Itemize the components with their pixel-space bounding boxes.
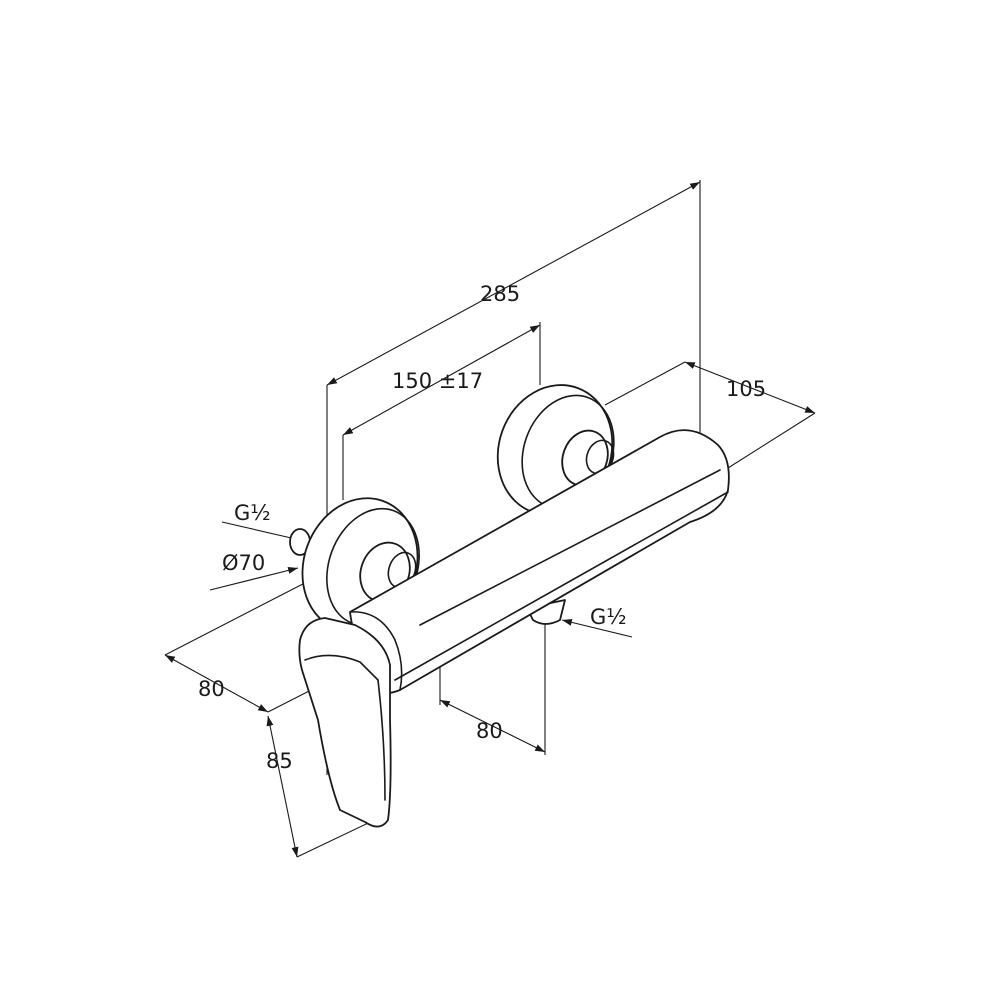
dim-depth-label: 105 (726, 377, 766, 401)
g12-right-leader (561, 618, 633, 638)
inlet-thread-left-label: G½ (234, 501, 271, 525)
dimension-lines (164, 181, 816, 858)
dim-handle-height-label: 85 (266, 749, 293, 773)
outlet-thread-label: G½ (590, 605, 627, 629)
dim-inlet-spacing-label: 150 ±17 (392, 369, 483, 393)
dim-handle-projection-label: 80 (198, 677, 225, 701)
dim-105-line (684, 361, 816, 414)
dim-85-line (266, 715, 299, 858)
g12-left-leader (221, 521, 301, 542)
lever-handle (298, 617, 392, 828)
dim-overall-length-label: 285 (480, 282, 520, 306)
dim-outlet-offset-label: 80 (476, 719, 503, 743)
dim-80-left-line (164, 654, 269, 713)
dim-150-line (342, 324, 541, 436)
d70-leader (209, 567, 299, 591)
dim-80-bottom-line (439, 699, 546, 753)
escutcheon-diameter-label: Ø70 (222, 551, 265, 575)
